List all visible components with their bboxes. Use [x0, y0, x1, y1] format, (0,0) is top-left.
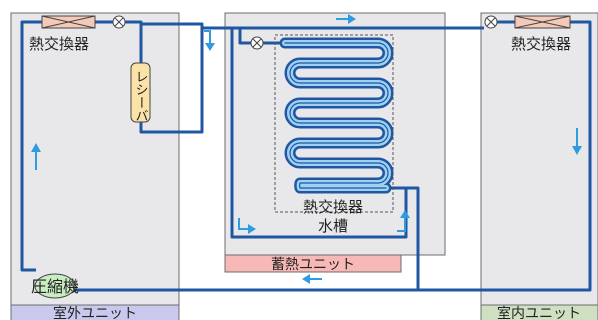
outdoor-hx-label: 熱交換器 [29, 35, 89, 53]
pipe-top-main [139, 22, 204, 28]
pipe-valve-to-receiver [125, 20, 143, 63]
flow-arrow-icon [336, 14, 356, 24]
indoor-unit-label: 室内ユニット [497, 305, 581, 320]
outdoor-heat-exchanger-icon [41, 15, 96, 29]
flow-arrow-icon [238, 218, 256, 234]
storage-expansion-valve-icon [250, 36, 264, 50]
outdoor-unit-label: 室外ユニット [53, 305, 137, 320]
indoor-unit-label-bg [480, 304, 598, 320]
pipe-coil-outlet [386, 186, 420, 290]
water-tank-label: 水槽 [318, 217, 348, 235]
indoor-unit-box [480, 12, 598, 306]
refrigerant-pipes [20, 20, 592, 292]
pipe-outdoor-left [20, 20, 42, 272]
receiver-box [130, 62, 151, 123]
indoor-expansion-valve-icon [484, 15, 498, 29]
compressor-label: 圧縮機 [31, 277, 79, 296]
flow-arrow-icon [397, 210, 410, 232]
receiver-label: レシーバ [133, 70, 149, 122]
flow-arrow-icon [31, 143, 41, 170]
storage-unit-box [224, 12, 446, 256]
compressor-shape [34, 273, 76, 299]
pipe-receiver-to-storage [139, 122, 179, 134]
pipe-indoor-right [418, 20, 592, 292]
flow-arrows [31, 14, 582, 284]
storage-coil-icon [279, 37, 394, 194]
outdoor-unit-box [10, 12, 180, 306]
flow-arrow-icon [572, 128, 582, 155]
indoor-hx-label: 熱交換器 [511, 35, 571, 53]
pipe-storage-inlet [238, 28, 251, 45]
storage-unit-label: 蓄熱ユニット [271, 257, 355, 273]
outdoor-unit-label-bg [10, 304, 180, 320]
flow-arrow-icon [302, 274, 322, 284]
flow-arrow-icon [204, 30, 215, 51]
indoor-heat-exchanger-icon [514, 15, 571, 29]
storage-unit-label-bg [224, 254, 402, 273]
storage-hx-label: 熱交換器 [303, 198, 363, 216]
water-tank-outline [274, 34, 394, 213]
outdoor-expansion-valve-icon [112, 15, 126, 29]
